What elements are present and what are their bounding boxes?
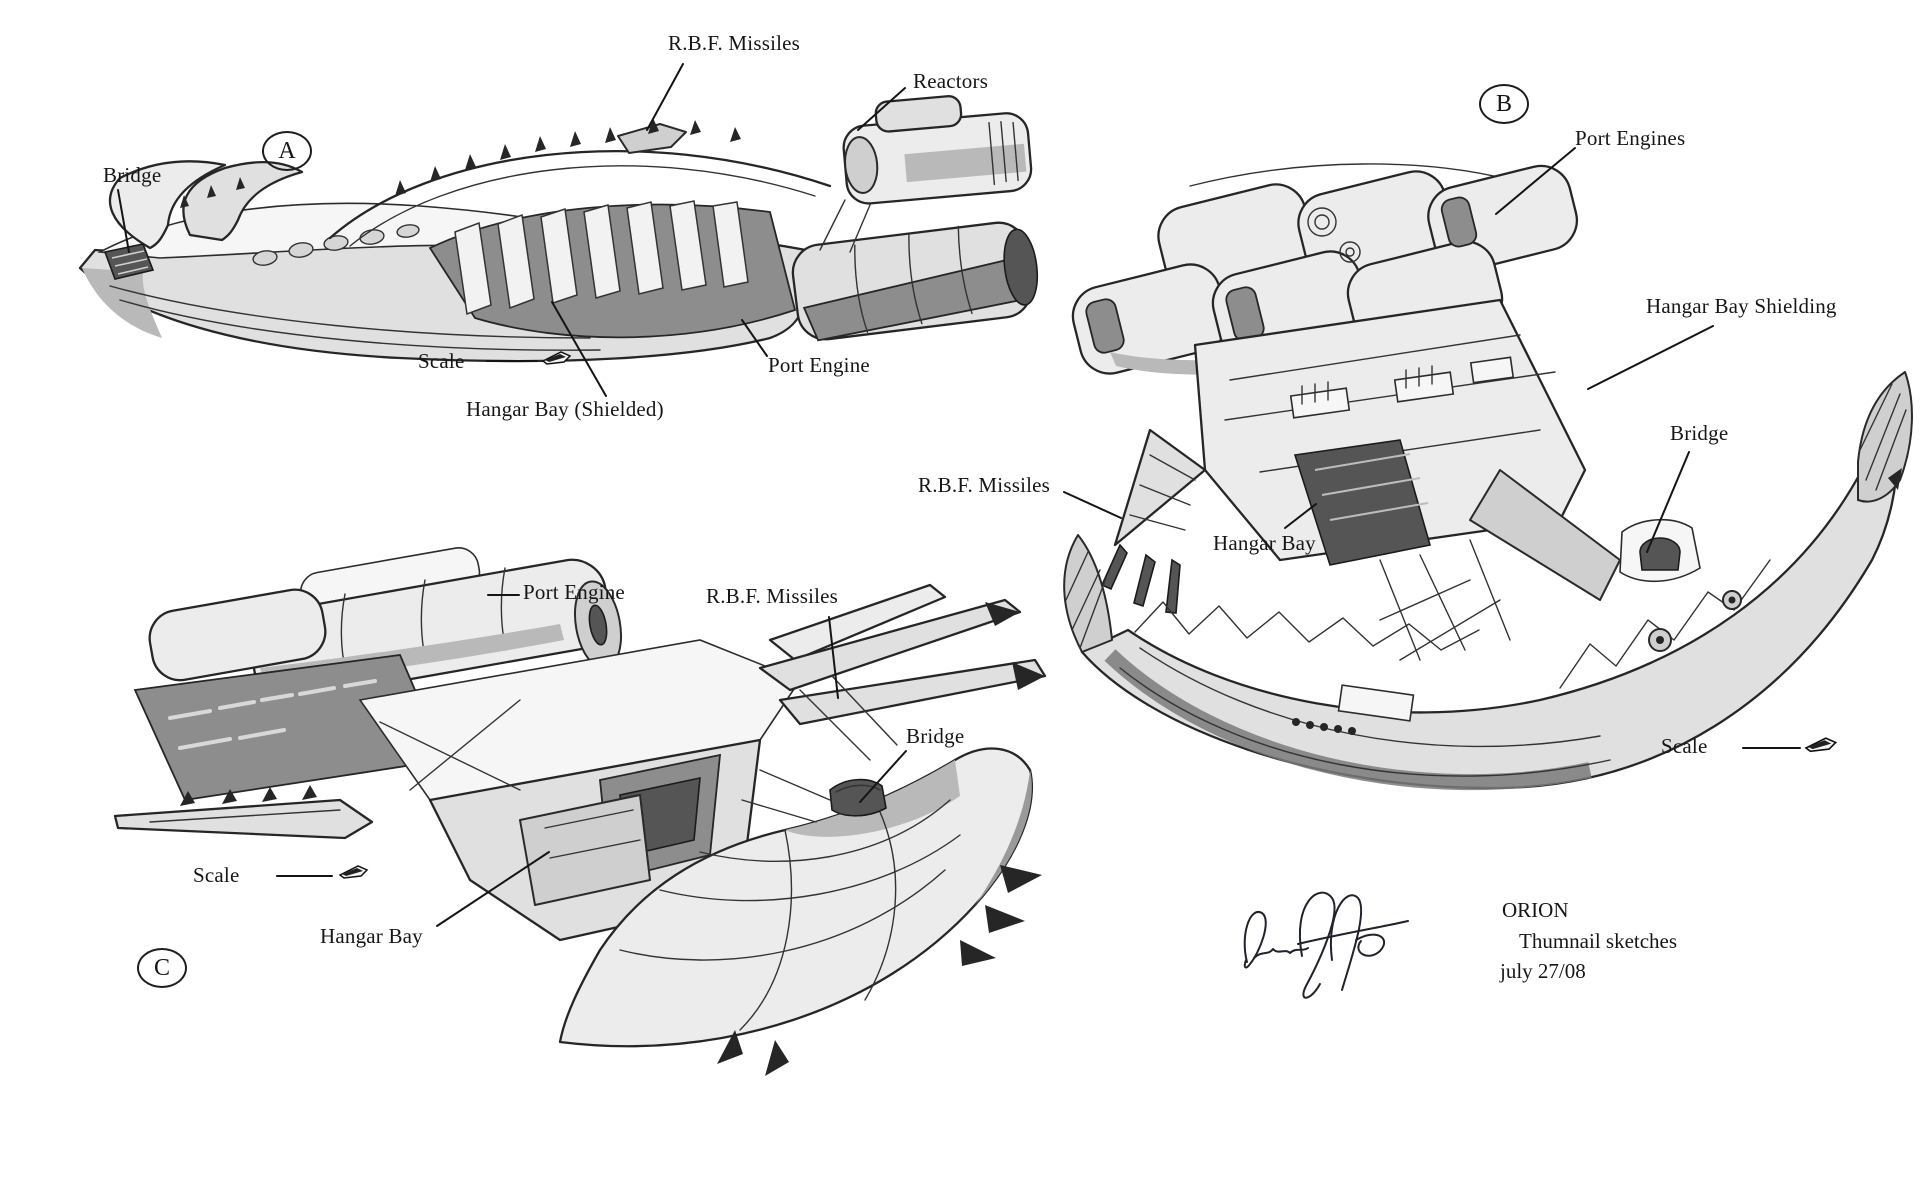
ship-b-drawing (1063, 163, 1913, 791)
ship-c-missile-booms (758, 583, 1047, 761)
label-b-hangar-bay-shielding: Hangar Bay Shielding (1646, 294, 1837, 318)
leader-b-hangar-bay (1284, 503, 1317, 529)
label-b-bridge: Bridge (1670, 421, 1729, 445)
ship-b-right-fin (1857, 371, 1913, 503)
label-b-port-engines: Port Engines (1575, 126, 1686, 150)
ship-a-reactors (842, 95, 1033, 205)
scale-glyphs (338, 351, 1838, 879)
label-c-hangar-bay: Hangar Bay (320, 924, 423, 948)
leader-b-hangar-bay-shielding (1587, 325, 1714, 390)
ship-b-hull-plaque (1337, 684, 1415, 722)
sketch-c-badge: C (137, 948, 187, 988)
leader-a-port-engine (741, 319, 768, 357)
ship-c-drawing (113, 547, 1047, 1076)
label-b-rbf-missiles: R.B.F. Missiles (918, 473, 1051, 497)
label-a-hangar-bay-shielded: Hangar Bay (Shielded) (466, 397, 664, 421)
ship-b-left-fin (1063, 534, 1113, 653)
leader-b-rbf-missiles (1063, 491, 1122, 519)
ship-b-missile-pylons (1100, 543, 1181, 614)
ship-a-port-engine (791, 221, 1039, 342)
leader-b-bridge (1646, 451, 1690, 553)
label-b-hangar-bay: Hangar Bay (1213, 531, 1316, 555)
label-c-port-engine: Port Engine (523, 580, 625, 604)
scale-ship-glyph-b (1804, 737, 1838, 753)
ship-c-wingtip-claws (717, 865, 1042, 1076)
label-c-bridge: Bridge (906, 724, 965, 748)
label-b-scale: Scale (1661, 734, 1708, 758)
leader-c-rbf-missiles (828, 616, 839, 699)
leader-a-rbf-missiles (646, 63, 684, 131)
ship-b-windows (1289, 356, 1515, 419)
sketch-date: july 27/08 (1500, 959, 1586, 983)
sketch-b-badge: B (1479, 84, 1529, 124)
label-c-rbf-missiles: R.B.F. Missiles (706, 584, 839, 608)
ship-c-hangar-bay (519, 794, 651, 906)
leader-b-port-engines (1495, 147, 1576, 215)
ship-a-portholes (252, 224, 420, 266)
label-a-reactors: Reactors (913, 69, 989, 93)
ship-b-hangar-bay (1293, 439, 1432, 566)
leader-c-hangar-bay (436, 851, 550, 927)
leader-a-reactors (857, 87, 906, 131)
subtitle: Thumnail sketches (1519, 929, 1678, 953)
ship-a-rib-slats (454, 200, 749, 316)
label-a-bridge: Bridge (103, 163, 162, 187)
ship-a-bow-claw (108, 160, 227, 250)
leader-a-hangar-bay (551, 301, 607, 397)
ship-a-drawing (78, 95, 1039, 363)
label-a-scale: Scale (418, 349, 465, 373)
ship-a-spikes (180, 118, 741, 208)
label-a-rbf-missiles: R.B.F. Missiles (668, 31, 801, 55)
title: ORION (1502, 898, 1569, 922)
ship-c-bow-probe (113, 798, 374, 840)
artist-signature (1243, 891, 1409, 999)
leader-a-bridge (117, 189, 130, 253)
label-a-port-engine: Port Engine (768, 353, 870, 377)
leader-lines (117, 63, 1801, 927)
scale-ship-glyph-c (338, 865, 369, 879)
sketch-a-badge: A (262, 131, 312, 171)
label-c-scale: Scale (193, 863, 240, 887)
scale-ship-glyph-a (541, 351, 572, 365)
leader-c-bridge (859, 750, 907, 803)
ship-a-bridge-block (103, 243, 155, 280)
